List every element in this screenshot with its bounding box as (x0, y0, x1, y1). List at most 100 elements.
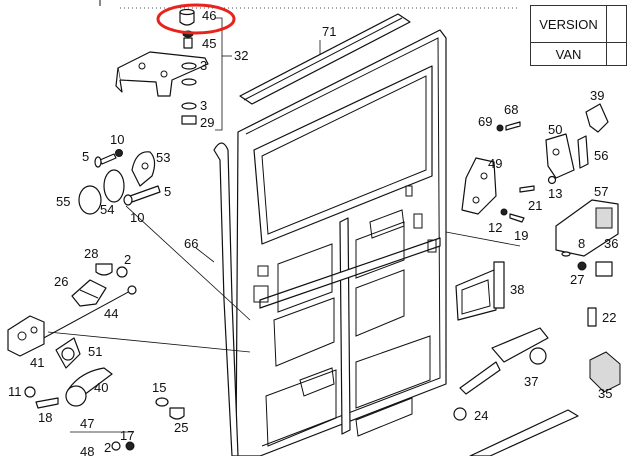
striker-hole (552, 148, 560, 156)
label-3-lower: 3 (200, 98, 207, 113)
label-29: 29 (200, 115, 214, 130)
part-15-cap (155, 397, 169, 407)
label-36: 36 (604, 236, 618, 251)
label-35: 35 (598, 386, 612, 401)
part-22-bolt (587, 307, 597, 327)
label-41: 41 (30, 355, 44, 370)
label-28: 28 (84, 246, 98, 261)
label-10-lower: 10 (130, 210, 144, 225)
door-lock-plate (253, 285, 269, 303)
right-side-parts (445, 103, 621, 456)
upper-hinge-assembly (115, 8, 232, 131)
part-37-strap (459, 361, 501, 395)
label-54: 54 (100, 202, 114, 217)
part-46-cap (179, 11, 195, 26)
part-68-bolt (505, 121, 521, 131)
part-37-check-arm (491, 327, 549, 363)
label-46: 46 (202, 8, 216, 23)
part-labels: 46 45 3 32 3 29 71 10 5 53 55 54 10 5 66… (8, 8, 618, 456)
part-32-bracket (117, 51, 209, 97)
label-24: 24 (474, 408, 488, 423)
bracket-hole (472, 196, 480, 204)
hinge-pin (493, 261, 505, 309)
part-54-lever (103, 169, 125, 203)
label-26: 26 (54, 274, 68, 289)
part-5-bolt-head (94, 156, 102, 168)
rail-71-groove (243, 17, 403, 101)
part-71-top-rail (239, 13, 411, 105)
door-window-glass (261, 75, 427, 235)
label-47: 47 (80, 416, 94, 431)
label-37: 37 (524, 374, 538, 389)
bracket-hole (480, 172, 488, 180)
label-5-lower: 5 (164, 184, 171, 199)
van-value-cell (606, 42, 627, 66)
label-71: 71 (322, 24, 336, 39)
part-46-cap-top (179, 8, 195, 16)
left-lock-parts (7, 149, 185, 451)
door-inner-edge (245, 37, 441, 447)
label-18: 18 (38, 410, 52, 425)
label-48: 48 (80, 444, 94, 456)
part-18-bolt (35, 397, 59, 409)
part-50-striker (545, 133, 575, 179)
door-opening (355, 221, 405, 279)
part-44-rod-end (127, 285, 137, 295)
version-info-table: VERSION VAN (529, 5, 627, 66)
part-12-washer (500, 208, 508, 216)
label-55: 55 (56, 194, 70, 209)
part-11-washer (24, 386, 36, 398)
part-45-sleeve (183, 37, 193, 49)
lock-rod-lower (47, 331, 251, 353)
part-10-washer-upper (115, 149, 123, 157)
leader-66 (195, 247, 215, 263)
part-36-plate (595, 261, 613, 277)
label-15: 15 (152, 380, 166, 395)
door-opening (277, 243, 333, 313)
version-header: VERSION (529, 5, 608, 43)
label-44: 44 (104, 306, 118, 321)
label-8: 8 (578, 236, 585, 251)
part-2-nut-upper (116, 266, 128, 278)
label-32: 32 (234, 48, 248, 63)
lock-rod-upper (125, 205, 251, 321)
highlight-circle-part-46 (156, 3, 236, 35)
part-32-bracket-edge (115, 67, 123, 93)
check-arm-roller (529, 347, 547, 365)
label-45: 45 (202, 36, 216, 51)
part-5-bolt-lower (129, 185, 161, 203)
door-opening-small (299, 367, 335, 397)
part-17-screw (125, 441, 135, 451)
door-horizontal-rib (259, 237, 441, 309)
part-56-plate (577, 135, 589, 169)
label-40: 40 (94, 380, 108, 395)
label-22: 22 (602, 310, 616, 325)
label-13: 13 (548, 186, 562, 201)
label-12: 12 (488, 220, 502, 235)
lower-rail (469, 409, 579, 456)
hinge-leader (445, 231, 521, 247)
lock-insert (595, 207, 613, 229)
door-opening (273, 297, 335, 367)
part-40-handle-knob (65, 385, 87, 407)
label-53: 53 (156, 150, 170, 165)
part-28-cap (95, 263, 113, 276)
label-27: 27 (570, 272, 584, 287)
part-69-screw (496, 124, 504, 132)
label-17: 17 (120, 428, 134, 443)
door-opening-small (355, 397, 413, 437)
door-slot (427, 239, 437, 253)
label-50: 50 (548, 122, 562, 137)
door-window-frame (253, 65, 433, 245)
door-panel (235, 29, 447, 456)
label-2-lower: 2 (104, 440, 111, 455)
label-3-upper: 3 (200, 58, 207, 73)
label-49: 49 (488, 156, 502, 171)
part-24-nut (453, 407, 467, 421)
label-19: 19 (514, 228, 528, 243)
part-49-bracket (461, 157, 497, 215)
label-21: 21 (528, 198, 542, 213)
part-29-nut (181, 115, 197, 125)
lever-pivot (141, 162, 149, 170)
